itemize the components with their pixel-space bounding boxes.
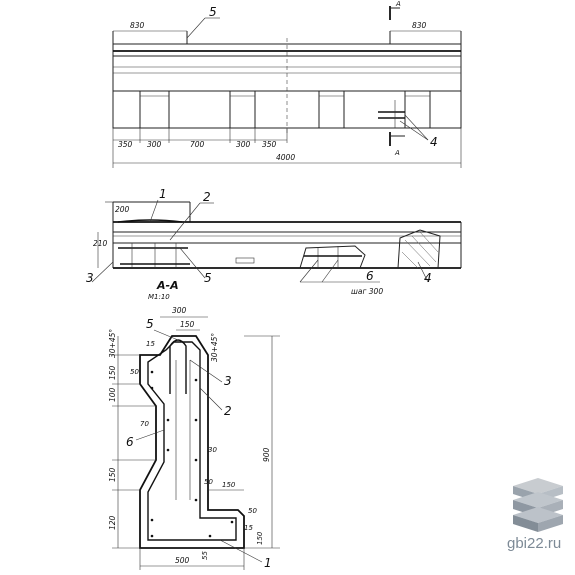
sect-callout-3: 3 <box>224 374 232 388</box>
section-aa: А-А М1:10 300 150 <box>108 279 280 570</box>
sect-dim-150-small: 150 <box>256 531 264 545</box>
plan-callout-6: 6 <box>366 269 374 283</box>
section-mark-top: A <box>395 0 401 8</box>
sect-dim-150-right: 150 <box>222 481 236 489</box>
sect-dim-30-45-right: 30+45° <box>210 333 219 362</box>
sect-dim-50-left: 50 <box>130 368 139 376</box>
elev-dim-top-left: 830 <box>130 21 145 30</box>
sect-dim-900: 900 <box>262 447 271 462</box>
elev-dim-300-b: 300 <box>236 140 251 149</box>
watermark-site: gbi22.ru <box>507 535 562 552</box>
sect-dim-150-top: 150 <box>180 320 195 329</box>
section-mark-bottom: A <box>394 149 400 157</box>
sect-callout-2: 2 <box>224 404 232 418</box>
elev-callout-4: 4 <box>430 135 438 149</box>
sect-dim-50-right: 50 <box>204 478 213 486</box>
plan-callout-2: 2 <box>203 190 211 204</box>
sect-dim-30-45-left: 30+45° <box>108 329 117 358</box>
elev-dim-700: 700 <box>190 140 205 149</box>
sect-callout-1: 1 <box>264 556 272 570</box>
elev-dim-300-a: 300 <box>147 140 162 149</box>
plan-callout-1: 1 <box>159 187 167 201</box>
sect-dim-30: 30 <box>208 446 217 454</box>
sect-dim-120: 120 <box>108 515 117 530</box>
sect-dim-55: 55 <box>201 551 209 560</box>
elev-dim-350-a: 350 <box>118 140 133 149</box>
sect-dim-15-bottom: 15 <box>244 524 253 532</box>
plan-pitch-label: шаг 300 <box>351 287 383 296</box>
plan-view: 200 210 1 2 3 5 6 шаг 300 4 <box>86 187 462 296</box>
sect-dim-150-b: 150 <box>108 467 117 482</box>
elevation-view: 830 830 5 A A 4 350 300 700 300 350 4000 <box>112 0 462 168</box>
logo-slab-bottom <box>513 515 538 532</box>
section-title: А-А <box>156 279 179 292</box>
section-scale: М1:10 <box>148 293 170 301</box>
sect-dim-70: 70 <box>140 420 149 428</box>
plan-dim-210: 210 <box>93 239 108 248</box>
elev-callout-5: 5 <box>209 5 217 19</box>
sect-dim-150-a: 150 <box>108 365 117 380</box>
elev-dim-350-b: 350 <box>262 140 277 149</box>
sect-callout-6: 6 <box>126 435 134 449</box>
sect-dim-500: 500 <box>175 556 190 565</box>
sect-callout-5: 5 <box>146 317 154 331</box>
sect-dim-50-small: 50 <box>248 507 257 515</box>
elev-dim-top-right: 830 <box>412 21 427 30</box>
plan-dim-200: 200 <box>115 205 130 214</box>
sect-dim-100: 100 <box>108 387 117 402</box>
gbi22-logo <box>513 478 563 532</box>
sect-dim-300: 300 <box>172 306 187 315</box>
sect-dim-15-top: 15 <box>146 340 155 348</box>
elev-overall-length: 4000 <box>276 153 295 162</box>
plan-callout-3: 3 <box>86 271 94 285</box>
plan-callout-4: 4 <box>424 271 432 285</box>
plan-callout-5: 5 <box>204 271 212 285</box>
rebar-dots <box>150 370 234 538</box>
